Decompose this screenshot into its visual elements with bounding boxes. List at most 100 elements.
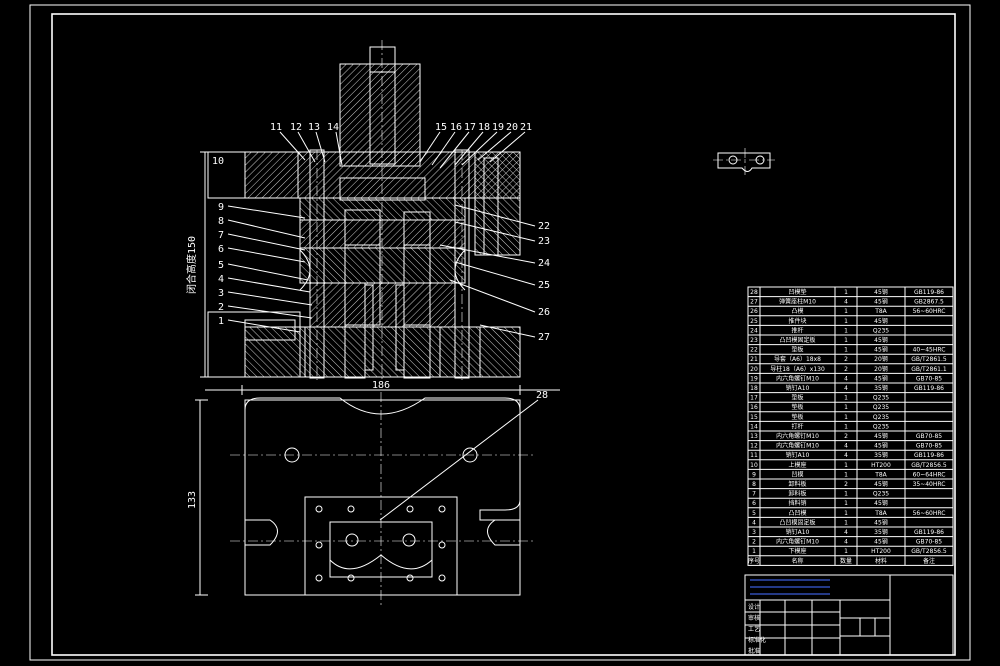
dim-closing-height: 闭合高度150 [185, 236, 198, 294]
bom-cell: 1 [844, 548, 848, 555]
section-view [200, 40, 521, 380]
plan-view [195, 385, 560, 605]
label-20: 20 [506, 122, 518, 133]
bom-cell: 1 [844, 327, 848, 334]
title-row-label: 工艺 [748, 625, 760, 633]
bom-cell: 8 [752, 481, 756, 488]
bom-cell: 45钢 [874, 480, 888, 488]
bom-cell: 27 [750, 299, 758, 306]
bom-cell: 销钉A10 [786, 384, 810, 392]
label-24: 24 [538, 258, 550, 269]
bom-cell: 5 [752, 510, 756, 517]
bom-cell: 1 [844, 462, 848, 469]
bom-cell: 1 [844, 500, 848, 507]
bom-cell: Q235 [873, 404, 889, 411]
labels-top: 11 12 13 14 15 16 17 18 19 20 21 [270, 122, 532, 169]
bom-cell: 45钢 [874, 374, 888, 382]
bom-cell: 7 [752, 491, 756, 498]
bom-cell: 45钢 [874, 298, 888, 306]
upper-die-base [244, 151, 521, 199]
label-14: 14 [327, 122, 339, 133]
bom-cell: 凸凹模固定板 [779, 336, 815, 344]
bom-cell: 10 [750, 462, 758, 469]
bom-cell: GB119-86 [914, 452, 944, 459]
bom-cell: 60~64HRC [913, 471, 946, 478]
outer-frame [29, 4, 971, 661]
bom-cell: 1 [844, 491, 848, 498]
bom-cell: 15 [750, 414, 758, 421]
label-21: 21 [520, 122, 532, 133]
bom-cell: 4 [752, 519, 756, 526]
bom-cell: 14 [750, 423, 758, 430]
bom-cell: 销钉A10 [786, 451, 810, 459]
bom-cell: 40~45HRC [913, 347, 946, 354]
bom-cell: GB70-85 [916, 539, 942, 546]
label-7: 7 [218, 230, 224, 241]
bom-cell: 内六角螺钉M10 [776, 374, 819, 382]
bom-cell: 1 [844, 519, 848, 526]
bom-cell: 45钢 [874, 336, 888, 344]
bom-cell: T8A [874, 308, 887, 315]
bom-cell: 挡料销 [788, 499, 806, 507]
label-5: 5 [218, 260, 224, 271]
bom-cell: 1 [844, 318, 848, 325]
bom-cell: 内六角螺钉M10 [776, 432, 819, 440]
bom-cell: 23 [750, 337, 758, 344]
bom-cell: 凹模 [791, 470, 803, 478]
dim-width: 186 [372, 380, 390, 391]
bom-cell: 4 [844, 375, 848, 382]
bom-cell: 12 [750, 443, 758, 450]
bom-cell: 内六角螺钉M10 [776, 442, 819, 450]
bom-cell: 1 [844, 404, 848, 411]
bom-cell: 卸料板 [788, 480, 806, 488]
lower-die-base [244, 326, 521, 378]
title-block [744, 574, 954, 656]
label-17: 17 [464, 122, 476, 133]
bom-cell: 1 [844, 471, 848, 478]
bom-cell: HT200 [871, 462, 891, 469]
bom-cell: Q235 [873, 395, 889, 402]
backing-plate [299, 197, 466, 221]
bom-cell: 下模座 [788, 547, 806, 555]
bom-cell: 45钢 [874, 432, 888, 440]
bom-cell: GB70-85 [916, 375, 942, 382]
label-13: 13 [308, 122, 320, 133]
bom-cell: 推件块 [788, 317, 806, 325]
bom-cell: 垫板 [791, 394, 803, 402]
bom-cell: 4 [844, 443, 848, 450]
part-sketch [713, 148, 775, 175]
bom-cell: GB/T2856.5 [911, 548, 947, 555]
bom-cell: 45钢 [874, 499, 888, 507]
label-10: 10 [212, 156, 224, 167]
label-25: 25 [538, 280, 550, 291]
bom-cell: 45钢 [874, 346, 888, 354]
bom-cell: 凸凹模 [788, 509, 806, 517]
bom-cell: 45钢 [874, 518, 888, 526]
label-19: 19 [492, 122, 504, 133]
bom-cell: GB119-86 [914, 289, 944, 296]
bom-cell: Q235 [873, 491, 889, 498]
dim-height2: 133 [187, 491, 198, 509]
label-1: 1 [218, 316, 224, 327]
bom-cell: 2 [844, 366, 848, 373]
die-block [299, 247, 466, 284]
bom-cell: 35钢 [874, 451, 888, 459]
bom-cell: 垫板 [791, 346, 803, 354]
bom-cell: 35~40HRC [913, 481, 946, 488]
bom-cell: 4 [844, 539, 848, 546]
labels-right: 22 23 24 25 26 27 [439, 204, 550, 343]
bom-cell: 16 [750, 404, 758, 411]
bom-cell: 20 [750, 366, 758, 373]
bom-cell: 1 [844, 308, 848, 315]
bom-cell: 1 [752, 548, 756, 555]
bom-cell: GB/T2861.1 [911, 366, 947, 373]
title-row-label: 批准 [748, 647, 760, 655]
upper-base-left-pad [207, 151, 299, 199]
bom-cell: T8A [874, 510, 887, 517]
label-8: 8 [218, 216, 224, 227]
bom-cell: 20钢 [874, 355, 888, 363]
die-shank [339, 63, 421, 167]
bom-cell: T8A [874, 471, 887, 478]
bom-cell: 25 [750, 318, 758, 325]
bom-cell: 凸模 [791, 307, 803, 315]
